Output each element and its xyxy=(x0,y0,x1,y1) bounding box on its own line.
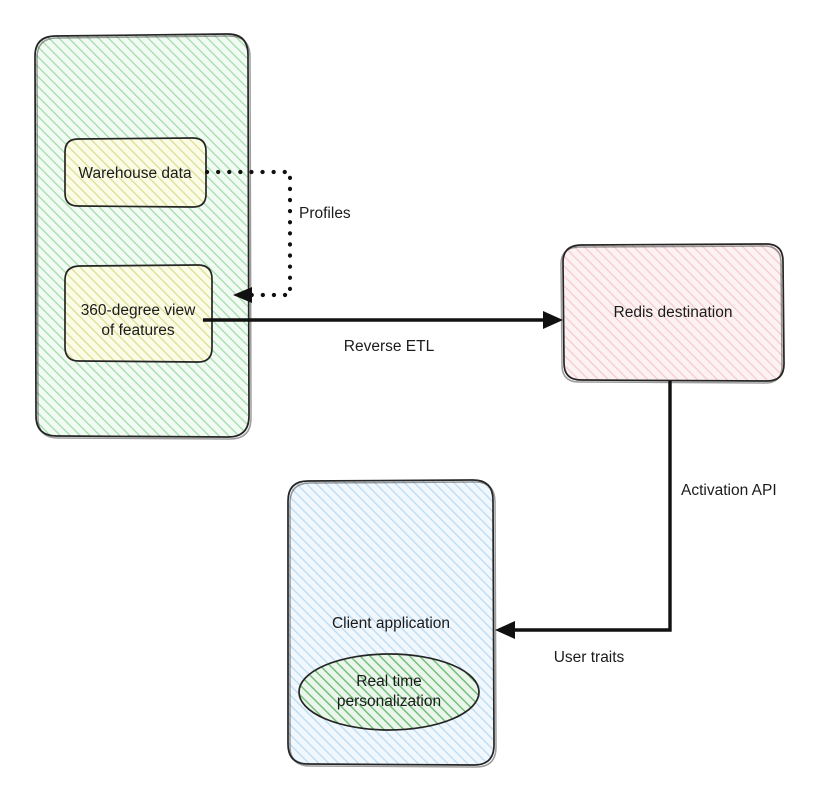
edge-profiles-label: Profiles xyxy=(299,205,351,222)
edge-reverse-etl-label: Reverse ETL xyxy=(344,338,435,355)
node-feature-view[interactable]: 360-degree view of features xyxy=(64,264,213,363)
arrow-head-reverse-etl xyxy=(543,311,563,329)
node-real-time-personalization-label-line2: personalization xyxy=(337,693,441,710)
edge-user-traits-label: User traits xyxy=(554,649,625,666)
edge-profiles[interactable]: Profiles xyxy=(204,169,351,303)
edge-activation-api[interactable]: Activation API User traits xyxy=(495,381,777,666)
node-real-time-personalization-label-line1: Real time xyxy=(356,673,421,690)
node-client-application-label: Client application xyxy=(332,615,450,632)
node-feature-view-label-line1: 360-degree view xyxy=(81,302,196,319)
node-feature-view-label-line2: of features xyxy=(101,322,174,339)
arrow-head-profiles xyxy=(233,287,252,303)
node-redis-destination-label: Redis destination xyxy=(614,304,733,321)
node-warehouse-container[interactable] xyxy=(34,33,252,440)
node-redis-destination[interactable]: Redis destination xyxy=(560,243,785,384)
node-warehouse-data-label: Warehouse data xyxy=(78,165,192,182)
edge-reverse-etl[interactable]: Reverse ETL xyxy=(203,311,563,355)
arrow-head-user-traits xyxy=(495,621,515,639)
edge-activation-api-label: Activation API xyxy=(681,482,777,499)
node-warehouse-data[interactable]: Warehouse data xyxy=(64,137,207,208)
node-real-time-personalization[interactable]: Real time personalization xyxy=(298,653,480,731)
